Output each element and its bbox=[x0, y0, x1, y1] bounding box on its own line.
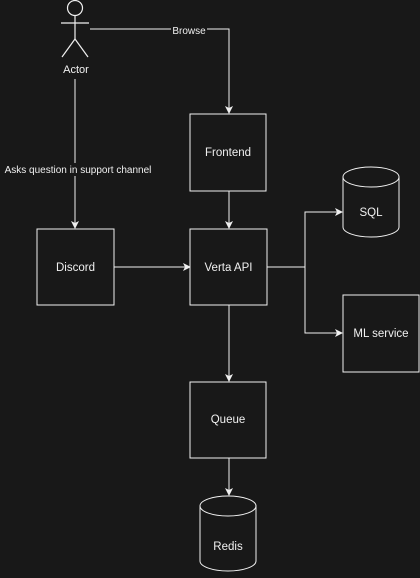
node-frontend[interactable]: Frontend bbox=[189, 113, 267, 192]
node-ml-service-label: ML service bbox=[353, 328, 408, 340]
node-verta-api-label: Verta API bbox=[205, 262, 253, 274]
edge-label-browse: Browse bbox=[172, 26, 206, 37]
node-discord-label: Discord bbox=[56, 262, 95, 274]
edge-label-bg bbox=[171, 24, 207, 36]
node-redis-label: Redis bbox=[213, 541, 243, 553]
actor-label: Actor bbox=[63, 64, 89, 76]
node-frontend-label: Frontend bbox=[205, 147, 251, 159]
edge-api-to-ml-service bbox=[304, 267, 343, 337]
node-discord[interactable]: Discord bbox=[36, 228, 115, 306]
edge-label-asks: Asks question in support channel bbox=[5, 165, 152, 176]
node-sql-label: SQL bbox=[359, 207, 383, 219]
edge-api-to-sql bbox=[267, 208, 343, 268]
edge-label-bg bbox=[1, 163, 157, 176]
actor-icon bbox=[61, 0, 89, 58]
edge-actor-to-frontend: Browse bbox=[90, 24, 233, 114]
edge-actor-to-discord: Asks question in support channel bbox=[1, 79, 157, 229]
node-verta-api[interactable]: Verta API bbox=[189, 228, 268, 306]
node-queue[interactable]: Queue bbox=[189, 381, 267, 459]
node-queue-label: Queue bbox=[211, 414, 246, 426]
node-ml-service[interactable]: ML service bbox=[342, 294, 420, 373]
node-redis[interactable]: Redis bbox=[199, 495, 257, 572]
node-sql[interactable]: SQL bbox=[342, 166, 400, 238]
